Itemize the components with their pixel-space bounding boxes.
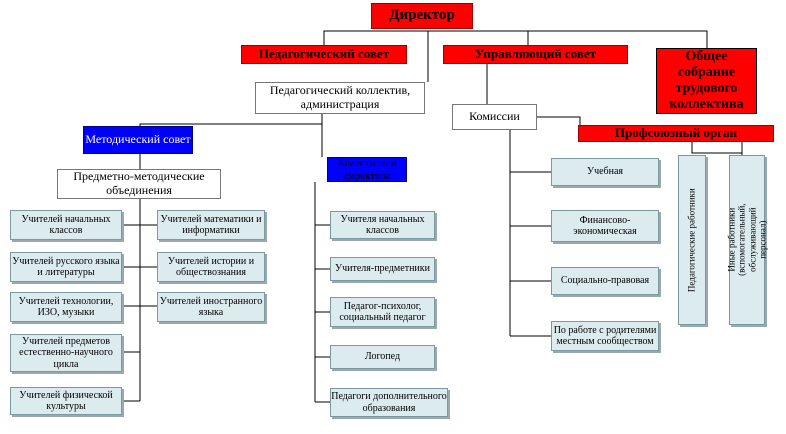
teachers-right-label: Учителей иностранного языка	[159, 295, 263, 319]
methodical-council-label: Методический совет	[85, 132, 191, 147]
staff-3: Логопед	[330, 345, 435, 369]
commission-label: Социально-правовая	[560, 275, 650, 287]
commissions-label: Комиссии	[469, 109, 520, 124]
director-label: Директор	[389, 7, 455, 24]
union-group-label: Педагогические работники	[686, 188, 697, 292]
managing-council-label: Управляющий совет	[474, 46, 597, 62]
teachers-right-2: Учителей иностранного языка	[157, 292, 265, 322]
commission-label: По работе с родителями местным сообществ…	[553, 324, 657, 348]
teachers-right-0: Учителей математики и информатики	[157, 210, 265, 240]
staff-label: Учителя начальных классов	[340, 213, 425, 237]
staff-label: Логопед	[364, 351, 401, 363]
teachers-left-label: Учителей предметов естественно-научного …	[19, 335, 113, 370]
pmo-label: Предметно-методические объединения	[73, 169, 205, 197]
teachers-left-label: Учителей физической культуры	[19, 389, 113, 413]
general-meeting-label: Общее собрание трудового коллектива	[669, 48, 744, 113]
ped-collective-box: Педагогический коллектив, администрация	[255, 82, 425, 114]
trade-union-box: Профсоюзный орган	[578, 125, 774, 142]
staff-0: Учителя начальных классов	[330, 211, 435, 239]
deputies-label: Заместители директора	[337, 156, 397, 182]
staff-label: Педагог-психолог, социальный педагог	[339, 300, 426, 324]
union-group-1: Иные работники (вспомогательный, обслужи…	[726, 155, 768, 325]
staff-label: Учителя-предметники	[335, 263, 430, 275]
union-group-label: Иные работники (вспомогательный, обслужи…	[726, 203, 768, 277]
ped-council-box: Педагогический совет	[241, 45, 407, 64]
commission-3: По работе с родителями местным сообществ…	[551, 321, 659, 351]
deputies-box: Заместители директора	[327, 157, 407, 182]
commissions-box: Комиссии	[452, 104, 537, 130]
ped-collective-label: Педагогический коллектив, администрация	[269, 83, 411, 111]
managing-council-box: Управляющий совет	[443, 45, 628, 64]
staff-label: Педагоги дополнительного образования	[331, 391, 447, 414]
general-meeting-box: Общее собрание трудового коллектива	[656, 48, 757, 114]
teachers-right-1: Учителей истории и обществознания	[157, 252, 265, 282]
pmo-box: Предметно-методические объединения	[57, 169, 221, 199]
commission-1: Финансово-экономическая	[551, 210, 659, 242]
teachers-left-0: Учителей начальных классов	[10, 210, 122, 240]
teachers-right-label: Учителей математики и информатики	[160, 213, 262, 237]
trade-union-label: Профсоюзный орган	[614, 125, 738, 141]
teachers-left-4: Учителей физической культуры	[10, 387, 122, 415]
teachers-left-3: Учителей предметов естественно-научного …	[10, 334, 122, 372]
director-box: Директор	[371, 3, 473, 29]
teachers-left-1: Учителей русского языка и литературы	[10, 252, 122, 282]
staff-4: Педагоги дополнительного образования	[330, 388, 448, 417]
teachers-left-label: Учителей технологии, ИЗО, музыки	[18, 295, 114, 319]
teachers-left-2: Учителей технологии, ИЗО, музыки	[10, 292, 122, 322]
commission-label: Учебная	[586, 166, 624, 178]
commission-0: Учебная	[551, 158, 659, 186]
teachers-right-label: Учителей истории и обществознания	[167, 255, 255, 279]
commission-label: Финансово-экономическая	[573, 214, 637, 238]
teachers-left-label: Учителей начальных классов	[21, 213, 111, 237]
union-group-0: Педагогические работники	[678, 155, 706, 325]
commission-2: Социально-правовая	[551, 267, 659, 295]
staff-1: Учителя-предметники	[330, 257, 435, 281]
ped-council-label: Педагогический совет	[258, 46, 390, 62]
staff-2: Педагог-психолог, социальный педагог	[330, 297, 435, 327]
teachers-left-label: Учителей русского языка и литературы	[12, 255, 120, 279]
methodical-council-box: Методический совет	[83, 126, 193, 154]
